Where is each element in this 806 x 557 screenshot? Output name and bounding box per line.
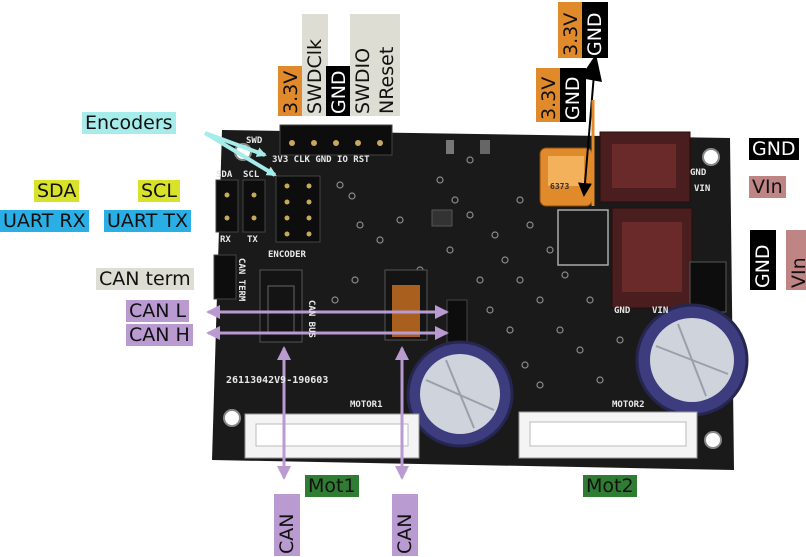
can-term-header — [213, 254, 237, 300]
label-can-bottom-2: CAN — [392, 494, 418, 556]
label-right-gnd-vertical: GND — [750, 230, 776, 290]
silk-tx: TX — [247, 235, 258, 245]
i2c-uart-headers — [215, 179, 266, 233]
silk-swd: SWD — [246, 136, 263, 146]
label-encoders: Encoders — [82, 112, 176, 134]
encoder-header — [275, 175, 321, 243]
label-mid-3v3: 3.3V — [536, 68, 562, 122]
power-connector-top — [599, 131, 691, 203]
label-top-gnd: GND — [582, 2, 608, 58]
pcb-board — [212, 130, 734, 470]
chip — [446, 140, 454, 154]
label-right-vin-vertical: VIn — [786, 230, 806, 290]
silk-vin2: VIN — [652, 306, 669, 316]
label-mot2: Mot2 — [583, 475, 637, 497]
mounting-hole — [702, 148, 720, 166]
label-uart-tx: UART TX — [104, 210, 191, 232]
motor1-connector — [244, 413, 420, 459]
label-nreset: NReset — [374, 14, 400, 116]
silk-can-bus: CAN BUS — [306, 300, 316, 338]
silk-motor1: MOTOR1 — [350, 400, 383, 410]
silk-encoder: ENCODER — [268, 250, 306, 260]
label-scl: SCL — [138, 180, 180, 202]
swd-header — [279, 124, 393, 156]
power-connector-bottom — [611, 207, 693, 309]
silk-motor2: MOTOR2 — [612, 400, 645, 410]
silk-scl: SCL — [243, 170, 260, 180]
can-bus-connector-middle — [384, 269, 428, 341]
silk-vin1: VIN — [694, 184, 711, 194]
label-mid-gnd: GND — [560, 68, 586, 122]
silk-can-term: CAN TERM — [236, 258, 246, 302]
label-swd-gnd: GND — [326, 66, 352, 116]
label-sda: SDA — [34, 180, 80, 202]
silk-board-id: 26113042V9-190603 — [226, 375, 329, 386]
sensor-square — [557, 209, 609, 266]
label-swdio: SWDIO — [350, 14, 376, 116]
label-right-gnd: GND — [749, 138, 799, 160]
silk-sda: SDA — [216, 170, 233, 180]
mounting-hole — [223, 409, 241, 427]
silk-fuse-code: 6373 — [550, 182, 570, 191]
silk-gnd1: GND — [690, 168, 707, 178]
capacitor-2 — [635, 303, 749, 417]
label-can-term: CAN term — [96, 268, 194, 290]
label-uart-rx: UART RX — [0, 210, 89, 232]
label-mot1: Mot1 — [305, 475, 359, 497]
label-can-bottom-1: CAN — [274, 494, 300, 556]
capacitor-1 — [406, 340, 514, 448]
label-can-l: CAN L — [126, 300, 190, 322]
silk-gnd2: GND — [614, 306, 631, 316]
label-swd-3v3: 3.3V — [278, 66, 304, 116]
label-top-3v3: 3.3V — [558, 2, 584, 58]
encoder-arrows — [203, 131, 277, 177]
can-arrows — [206, 305, 449, 480]
mounting-hole — [704, 431, 722, 449]
chip — [480, 140, 490, 154]
label-can-h: CAN H — [126, 324, 193, 346]
silk-rx: RX — [220, 235, 231, 245]
label-swdclk: SWDClk — [302, 14, 328, 116]
silk-swd-pins: 3V3 CLK GND IO RST — [272, 155, 370, 165]
motor2-connector — [518, 411, 698, 459]
small-header — [446, 299, 468, 343]
fuse — [539, 147, 593, 207]
chip — [431, 209, 453, 227]
label-right-vin: VIn — [749, 176, 786, 198]
can-bus-connector-left — [259, 269, 303, 343]
